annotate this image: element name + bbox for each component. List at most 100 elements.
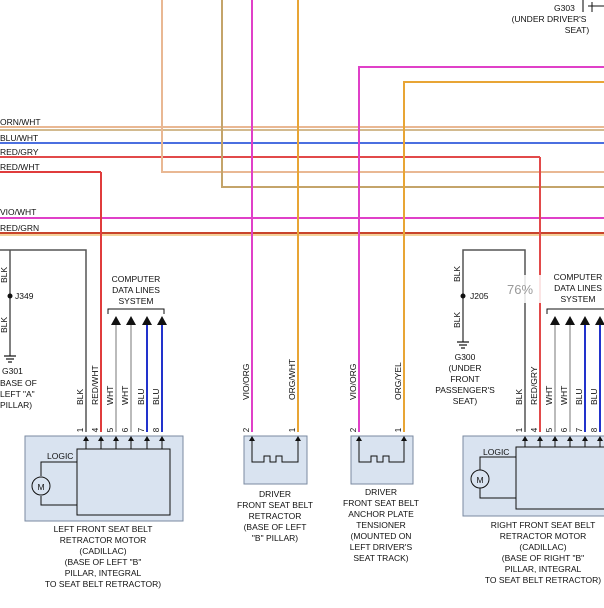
tensioner-wire-label-2: VIO/ORG — [348, 364, 358, 400]
wire-label-blu-wht: BLU/WHT — [0, 133, 38, 143]
left-data-lines-3: SYSTEM — [119, 296, 154, 306]
splice-j349 — [7, 293, 13, 299]
right-data-arrows — [550, 316, 604, 325]
wire-label-vio-wht: VIO/WHT — [0, 207, 36, 217]
g303-label: G303 — [554, 3, 575, 13]
driver-retractor-name-1: DRIVER — [259, 489, 291, 499]
right-pin-6: 6 — [560, 427, 569, 432]
right-data-lines-bracket — [546, 308, 604, 314]
right-wire-label-7: BLU — [574, 388, 584, 405]
left-pin-4: 4 — [91, 427, 100, 432]
ground-g300-label: G300 — [455, 352, 476, 362]
left-data-arrows — [111, 316, 167, 325]
driver-retractor-name-4: (BASE OF LEFT — [244, 522, 307, 532]
right-wire-label-6: WHT — [559, 386, 569, 405]
left-pin-1: 1 — [76, 427, 85, 432]
driver-pin-2: 2 — [242, 427, 251, 432]
left-pin-8: 8 — [152, 427, 161, 432]
splice-j205-label: J205 — [470, 291, 489, 301]
tensioner-name-7: SEAT TRACK) — [353, 553, 408, 563]
left-pin-6: 6 — [121, 427, 130, 432]
right-blk-label-1: BLK — [452, 266, 462, 282]
right-data-lines-3: SYSTEM — [561, 294, 596, 304]
tensioner-name-6: LEFT DRIVER'S — [350, 542, 413, 552]
splice-j349-label: J349 — [15, 291, 34, 301]
tensioner-name-2: FRONT SEAT BELT — [343, 498, 419, 508]
right-motor-name-2: RETRACTOR MOTOR — [500, 531, 587, 541]
tensioner-wire-label-1: ORG/YEL — [393, 362, 403, 400]
right-wire-label-1: BLK — [514, 389, 524, 405]
left-motor-name-2: RETRACTOR MOTOR — [60, 535, 147, 545]
left-wire-label-8: BLU — [151, 388, 161, 405]
ground-g300-loc-4: SEAT) — [453, 396, 478, 406]
tensioner-pin-1: 1 — [394, 427, 403, 432]
trunk-tan — [221, 0, 604, 188]
wire-tensioner-org-yel — [403, 81, 604, 432]
left-wire-label-4: RED/WHT — [90, 365, 100, 405]
right-motor-icon — [470, 469, 490, 489]
tensioner-name-3: ANCHOR PLATE — [348, 509, 414, 519]
right-motor-letter: M — [476, 475, 483, 485]
left-data-lines-2: DATA LINES — [112, 285, 160, 295]
left-wire-label-6: WHT — [120, 386, 130, 405]
left-motor-icon — [31, 476, 51, 496]
left-motor-name-6: TO SEAT BELT RETRACTOR) — [45, 579, 161, 589]
left-motor-name-3: (CADILLAC) — [79, 546, 126, 556]
left-motor-name-1: LEFT FRONT SEAT BELT — [54, 524, 153, 534]
driver-retractor-component — [243, 435, 308, 485]
g303-location-1: (UNDER DRIVER'S — [512, 14, 587, 24]
driver-wire-label-2: VIO/ORG — [241, 364, 251, 400]
splice-j205 — [460, 293, 466, 299]
tensioner-name-4: TENSIONER — [356, 520, 406, 530]
g303-location-2: SEAT) — [565, 25, 590, 35]
right-blk-label-2: BLK — [452, 312, 462, 328]
wire-left-blk — [0, 249, 87, 432]
left-data-lines-bracket — [107, 308, 165, 314]
tensioner-name-5: (MOUNTED ON — [351, 531, 412, 541]
driver-wire-label-1: ORG/WHT — [287, 359, 297, 400]
driver-retractor-name-2: FRONT SEAT BELT — [237, 500, 313, 510]
left-wire-label-7: BLU — [136, 388, 146, 405]
wire-label-red-gry: RED/GRY — [0, 147, 39, 157]
ground-g300-loc-1: (UNDER — [448, 363, 481, 373]
tensioner-name-1: DRIVER — [365, 487, 397, 497]
right-wire-label-5: WHT — [544, 386, 554, 405]
right-motor-name-6: TO SEAT BELT RETRACTOR) — [485, 575, 601, 585]
right-logic-label: LOGIC — [483, 447, 509, 457]
right-pin-8: 8 — [590, 427, 599, 432]
right-wire-label-8: BLU — [589, 388, 599, 405]
right-pin-5: 5 — [545, 427, 554, 432]
ground-g301-loc-1: BASE OF — [0, 378, 37, 388]
left-blk-label-2: BLK — [0, 317, 9, 333]
ground-g301-label: G301 — [2, 366, 23, 376]
right-data-lines-2: DATA LINES — [554, 283, 602, 293]
ground-g301-loc-2: LEFT "A" — [0, 389, 35, 399]
left-pin-7: 7 — [137, 427, 146, 432]
right-motor-name-3: (CADILLAC) — [519, 542, 566, 552]
right-pin-7: 7 — [575, 427, 584, 432]
ground-g300-loc-3: PASSENGER'S — [435, 385, 495, 395]
left-data-lines-1: COMPUTER — [112, 274, 161, 284]
left-pin-5: 5 — [106, 427, 115, 432]
right-wire-label-4: RED/GRY — [529, 366, 539, 405]
wire-label-red-wht: RED/WHT — [0, 162, 40, 172]
driver-retractor-name-5: "B" PILLAR) — [252, 533, 298, 543]
left-motor-letter: M — [37, 482, 44, 492]
zoom-level-indicator[interactable]: 76% — [497, 275, 543, 303]
right-motor-component — [462, 435, 604, 517]
left-logic-label: LOGIC — [47, 451, 73, 461]
left-wire-label-5: WHT — [105, 386, 115, 405]
ground-g300-loc-2: FRONT — [450, 374, 479, 384]
wire-label-orn-wht: ORN/WHT — [0, 117, 41, 127]
driver-retractor-name-3: RETRACTOR — [249, 511, 302, 521]
right-data-lines-1: COMPUTER — [554, 272, 603, 282]
anchor-tensioner-component — [350, 435, 414, 485]
left-motor-component — [24, 435, 184, 522]
wire-tensioner-vio-org — [358, 66, 604, 432]
left-wire-label-1: BLK — [75, 389, 85, 405]
trunk-orn-wht — [161, 0, 604, 173]
right-motor-name-5: PILLAR, INTEGRAL — [505, 564, 582, 574]
right-pin-1: 1 — [515, 427, 524, 432]
